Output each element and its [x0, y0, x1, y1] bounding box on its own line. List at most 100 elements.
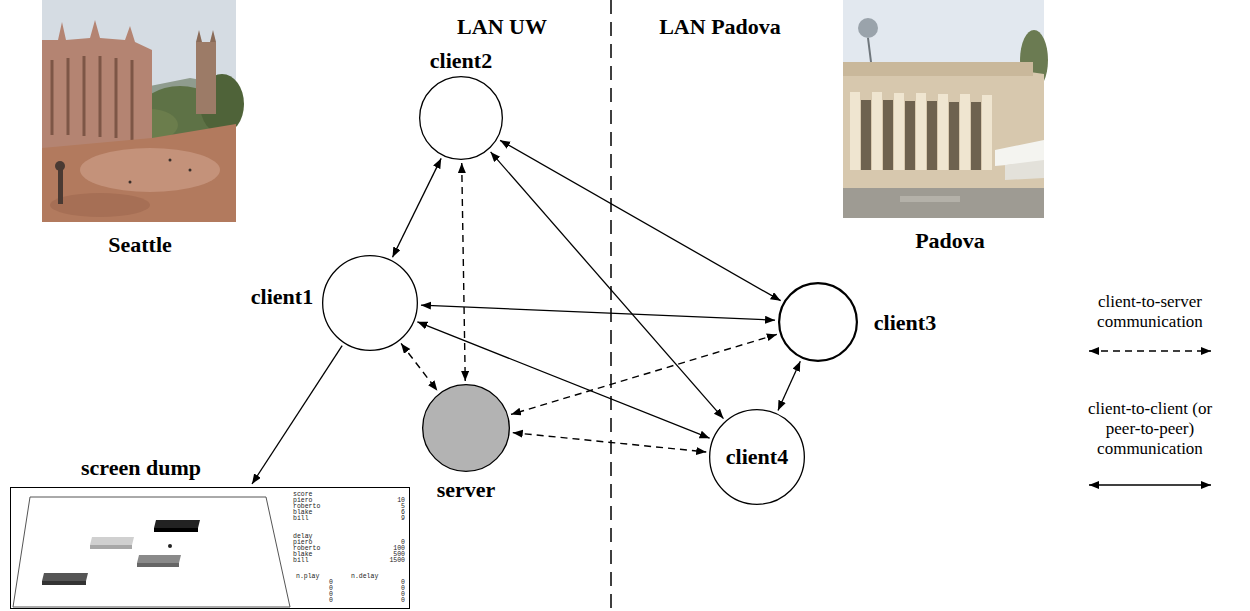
- circle-outline: [422, 384, 510, 472]
- score-table-cell: 0: [329, 598, 333, 605]
- padova-photo-part: [850, 92, 992, 170]
- circle-shape: [779, 283, 857, 361]
- padova-photo-part-part: [850, 92, 860, 170]
- seattle-photo-part: [42, 124, 236, 222]
- dashed-arrow-sample: [1089, 350, 1211, 351]
- padova-photo-part: [843, 62, 1033, 76]
- game-board-part: [137, 555, 181, 563]
- score-table-cell: 9: [401, 516, 405, 523]
- seattle-photo-part: [58, 168, 63, 204]
- game-board-part: [90, 545, 132, 549]
- game-board: [13, 497, 290, 607]
- seattle-photo-part-part: [131, 60, 134, 140]
- node-label: client3: [874, 310, 936, 336]
- legend-sample: [1087, 478, 1213, 492]
- padova-photo-part: [858, 18, 878, 38]
- circle-outline: [778, 282, 858, 362]
- score-table-cell: n.play: [296, 574, 319, 581]
- client-server-link: [511, 334, 777, 414]
- client-server-link: [513, 433, 706, 452]
- game-board-part: [154, 528, 198, 532]
- lan-divider: [610, 0, 612, 611]
- circle-shape: [710, 410, 805, 505]
- game-board-part: [42, 573, 88, 581]
- legend-text: client-to-server communication: [1075, 292, 1225, 332]
- padova-photo-part-part: [938, 94, 948, 170]
- score-table-cell: bill: [293, 558, 309, 565]
- screen-dump-box: screen dumpscorepiero10roberto5blake6bil…: [10, 487, 410, 609]
- lan-label: LAN Padova: [659, 14, 781, 40]
- node-label: client1: [251, 284, 313, 310]
- game-board-part: [137, 563, 179, 567]
- peer-link: [421, 305, 775, 320]
- padova-photo-part-part: [916, 93, 926, 170]
- server-circle: server: [422, 384, 510, 472]
- peer-link: [778, 361, 800, 410]
- padova-photo-part-part: [982, 95, 992, 170]
- client-circle: client2: [419, 76, 503, 160]
- seattle-photo-part: [169, 159, 172, 162]
- node-label: client2: [430, 48, 492, 74]
- padova-photo-part: [861, 100, 981, 170]
- seattle-photo-part: [189, 169, 192, 172]
- padova-photo-part-part: [971, 102, 981, 170]
- seattle-photo-part-part: [115, 58, 118, 138]
- seattle-photo-part: [196, 30, 216, 42]
- photo-caption: Padova: [915, 228, 985, 254]
- seattle-photo-part-part: [67, 58, 70, 135]
- node-label: server: [437, 477, 496, 503]
- photo-caption: Seattle: [108, 232, 172, 258]
- seattle-photo-part-part: [83, 56, 86, 136]
- circle-outline: [322, 255, 418, 351]
- circle-outline: [419, 76, 503, 160]
- padova-photo-part: [843, 0, 1044, 218]
- seattle-photo-part: [80, 148, 220, 192]
- peer-link: [500, 140, 781, 300]
- score-table-cell: 1500: [389, 558, 405, 565]
- peer-link: [491, 152, 724, 419]
- game-board-part: [42, 581, 86, 585]
- legend-text: client-to-client (or peer-to-peer) commu…: [1075, 399, 1225, 459]
- score-table-cell: n.delay: [351, 574, 378, 581]
- padova-photo-part-part: [905, 101, 915, 170]
- client-server-link: [462, 163, 466, 381]
- legend-entry: client-to-server communication: [1075, 292, 1225, 358]
- legend-sample: [1087, 344, 1213, 358]
- padova-photo-part-part: [927, 101, 937, 170]
- seattle-photo-part-part: [99, 56, 102, 137]
- client-circle: client1: [322, 255, 418, 351]
- padova-photo-part-part: [872, 92, 882, 170]
- seattle-photo-part: [50, 193, 150, 217]
- peer-link: [393, 158, 442, 257]
- padova-photo-part-part: [949, 102, 959, 170]
- screen-dump-heading: screen dump: [81, 455, 201, 481]
- game-board-part: [154, 520, 200, 528]
- seattle-photo-part: [42, 0, 236, 222]
- game-board-part: [13, 497, 290, 607]
- padova-photo-part: [900, 196, 960, 202]
- legend-entry: client-to-client (or peer-to-peer) commu…: [1075, 399, 1225, 492]
- solid-arrow-sample: [1089, 484, 1211, 485]
- seattle-photo-part: [55, 161, 65, 171]
- seattle-photo-part: [129, 181, 132, 184]
- client-circle: client3: [778, 282, 858, 362]
- score-table-cell: 0: [401, 598, 405, 605]
- padova-photo-part-part: [883, 100, 893, 170]
- seattle-photo-part: [196, 42, 216, 114]
- seattle-photo: [42, 0, 244, 222]
- padova-photo-part: [843, 62, 1044, 192]
- padova-photo-part-part: [894, 93, 904, 170]
- padova-photo: [843, 0, 1048, 218]
- node-label: client4: [726, 444, 788, 470]
- circle-shape: [323, 256, 418, 351]
- client-circle: client4: [709, 409, 805, 505]
- seattle-photo-part: [42, 20, 152, 150]
- client-server-link: [401, 343, 437, 390]
- seattle-photo-part-part: [51, 60, 54, 135]
- game-board-part: [90, 537, 134, 545]
- circle-shape: [423, 385, 510, 472]
- padova-photo-part: [843, 188, 1044, 218]
- lan-label: LAN UW: [457, 14, 547, 40]
- padova-photo-part: [1005, 160, 1044, 180]
- seattle-photo-part: [52, 56, 132, 140]
